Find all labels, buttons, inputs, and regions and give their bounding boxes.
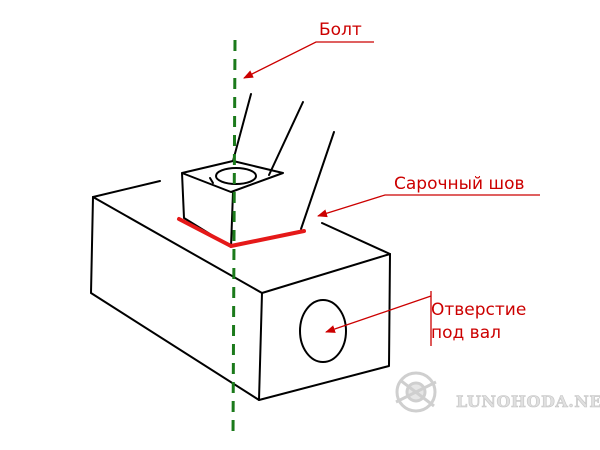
lunar-rover-emblem-icon — [395, 371, 437, 413]
shaft-hole-label-line2: под вал — [431, 323, 501, 343]
watermark-logo — [395, 371, 437, 413]
block-front-face — [258, 253, 391, 401]
bracket-outline — [181, 160, 284, 248]
leader-lines — [243, 41, 540, 346]
bracket — [181, 93, 335, 248]
block-left-face — [90, 196, 263, 401]
shaft-hole-label-line1: Отверстие — [431, 300, 527, 320]
watermark-text: LUNOHODA.NET — [456, 392, 600, 412]
bracket-leg-back — [300, 131, 335, 230]
weld-leader — [317, 194, 540, 218]
bolt-leader — [243, 41, 374, 79]
block-top-right-edge — [321, 222, 391, 255]
weld-seam — [177, 217, 306, 248]
bracket-leg-top — [268, 101, 304, 176]
bolt-axis-line — [231, 39, 237, 439]
bracket-hole-tail — [209, 177, 214, 184]
shaft-hole — [299, 299, 347, 363]
block-body — [90, 180, 391, 401]
bracket-leg-front — [232, 93, 252, 162]
block-top-left-edge — [92, 180, 161, 198]
hole-leader — [326, 291, 432, 346]
bolt-label: Болт — [319, 20, 362, 40]
weld-label: Сарочный шов — [394, 174, 525, 194]
bolt-hole-ellipse — [215, 167, 257, 185]
